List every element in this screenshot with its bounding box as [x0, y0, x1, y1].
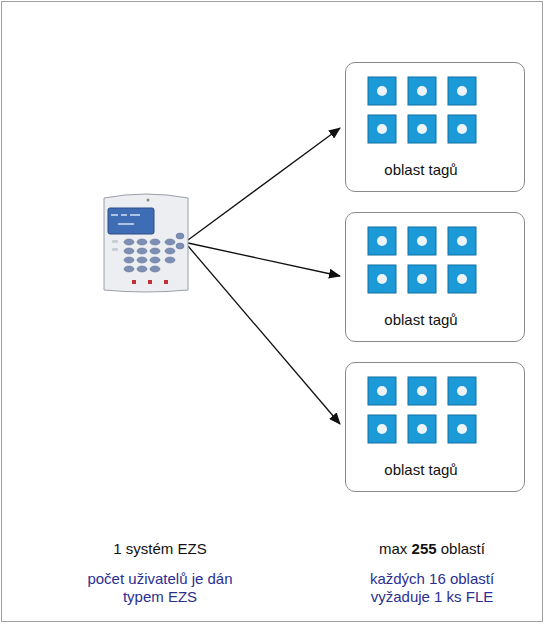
tag-area-box: oblast tagů: [345, 362, 525, 492]
tag-icons: [346, 363, 496, 453]
tag-icons: [346, 63, 496, 153]
note-text: každých 16 oblastí vyžaduje 1 ks FLE: [352, 570, 512, 606]
area-label: oblast tagů: [346, 311, 496, 328]
arrows: [188, 128, 340, 424]
tag-area-box: oblast tagů: [345, 212, 525, 342]
tag-icons: [346, 213, 496, 303]
area-label: oblast tagů: [346, 461, 496, 478]
tag-area-box: oblast tagů: [345, 62, 525, 192]
system-label: 1 systém EZS: [60, 540, 260, 558]
note-text: počet uživatelů je dán typem EZS: [85, 570, 235, 606]
areas-label: max 255 oblastí: [332, 540, 532, 558]
area-label: oblast tagů: [346, 161, 496, 178]
keypad-illustration: [104, 194, 188, 292]
